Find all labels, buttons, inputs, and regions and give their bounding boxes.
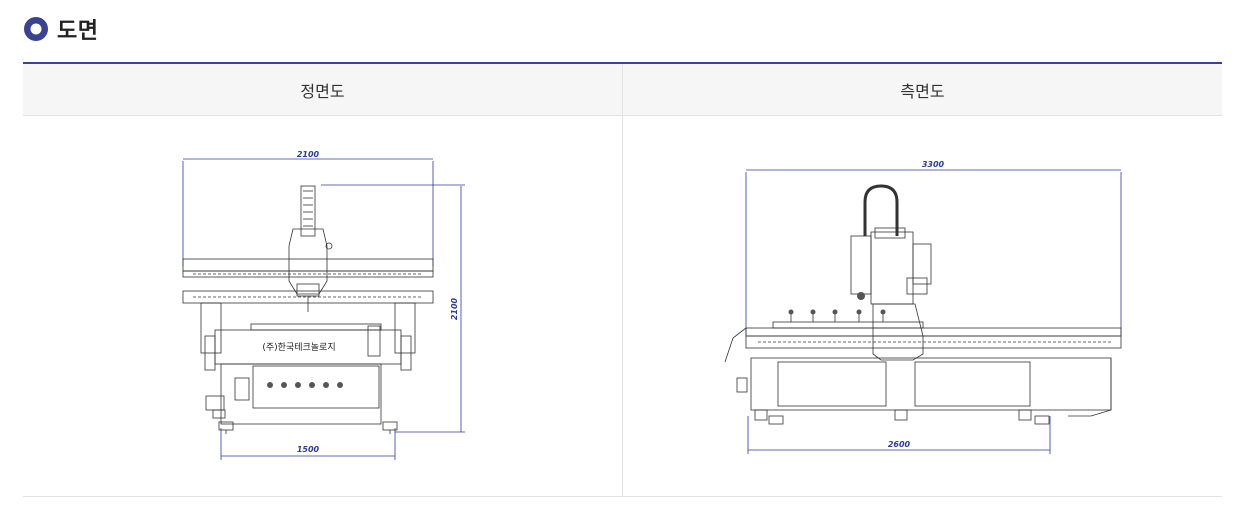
- side-dim-base: 2600: [888, 440, 911, 449]
- section-title: 도면: [57, 19, 99, 44]
- side-view-drawing: 3300 2600: [724, 160, 1122, 454]
- side-dim-length: 3300: [922, 160, 945, 169]
- drawing-table: 정면도 측면도 2100 2100 1500: [23, 62, 1222, 497]
- front-view-drawing: 2100 2100 1500: [182, 150, 465, 460]
- section-header: 도면: [23, 14, 98, 44]
- front-panel-label: (주)한국테크놀로지: [262, 342, 335, 353]
- front-dim-height: 2100: [450, 297, 459, 320]
- front-dim-width: 2100: [297, 150, 320, 159]
- front-dim-base: 1500: [297, 445, 320, 454]
- header-front-view: 정면도: [300, 81, 345, 101]
- header-side-view: 측면도: [622, 64, 1222, 115]
- side-view-cell: 3300 2600: [622, 116, 1222, 496]
- ring-bullet-icon: [24, 17, 48, 41]
- table-header-row: 정면도 측면도: [23, 64, 1222, 116]
- front-view-cell: 2100 2100 1500: [23, 116, 622, 496]
- table-body-row: 2100 2100 1500: [23, 116, 1222, 496]
